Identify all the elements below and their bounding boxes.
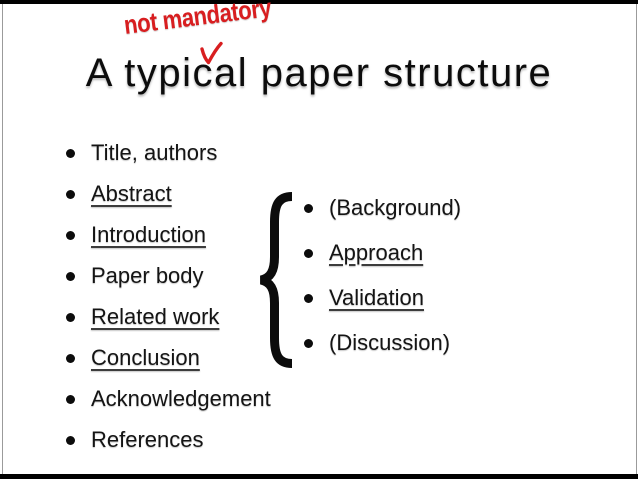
bullet-icon — [304, 294, 313, 303]
bullet-icon — [66, 190, 75, 199]
bullet-icon — [66, 272, 75, 281]
list-item-label: Abstract — [91, 181, 172, 206]
list-item: Related work — [64, 305, 271, 329]
list-item-label: Approach — [329, 240, 424, 265]
list-item-label: (Discussion) — [329, 330, 451, 355]
list-item: (Discussion) — [302, 331, 461, 355]
list-item-label: Validation — [329, 285, 424, 310]
bottom-letterbox-bar — [0, 474, 638, 479]
list-item: Approach — [302, 241, 461, 265]
list-item-label: References — [91, 427, 204, 452]
list-item: Abstract — [64, 182, 271, 206]
list-item: Acknowledgement — [64, 387, 271, 411]
list-item: (Background) — [302, 196, 461, 220]
slide-left-border — [2, 4, 3, 474]
top-letterbox-bar — [0, 0, 638, 4]
list-item: Validation — [302, 286, 461, 310]
bullet-icon — [66, 231, 75, 240]
list-item: References — [64, 428, 271, 452]
list-item-label: Acknowledgement — [91, 386, 271, 411]
list-item-label: (Background) — [329, 195, 462, 220]
insertion-caret-icon — [200, 41, 223, 65]
bullet-icon — [304, 204, 313, 213]
list-item-label: Conclusion — [91, 345, 200, 370]
list-item: Paper body — [64, 264, 271, 288]
bullet-icon — [66, 354, 75, 363]
bullet-icon — [66, 395, 75, 404]
list-item: Introduction — [64, 223, 271, 247]
handwritten-annotation: not mandatory — [122, 0, 273, 41]
list-item-label: Title, authors — [91, 140, 218, 165]
list-item-label: Paper body — [91, 263, 204, 288]
bullet-icon — [304, 249, 313, 258]
bullet-icon — [66, 149, 75, 158]
bullet-icon — [304, 339, 313, 348]
bullet-icon — [66, 313, 75, 322]
slide-title: A typical paper structure — [85, 51, 553, 95]
list-item-label: Related work — [91, 304, 220, 329]
list-item-label: Introduction — [91, 222, 206, 247]
list-item: Title, authors — [64, 141, 271, 165]
left-curly-brace-icon — [259, 192, 293, 368]
slide-right-border — [636, 4, 637, 474]
paper-body-sublist: (Background) Approach Validation (Discus… — [302, 196, 461, 376]
paper-structure-list: Title, authors Abstract Introduction Pap… — [64, 141, 271, 469]
bullet-icon — [66, 436, 75, 445]
list-item: Conclusion — [64, 346, 271, 370]
